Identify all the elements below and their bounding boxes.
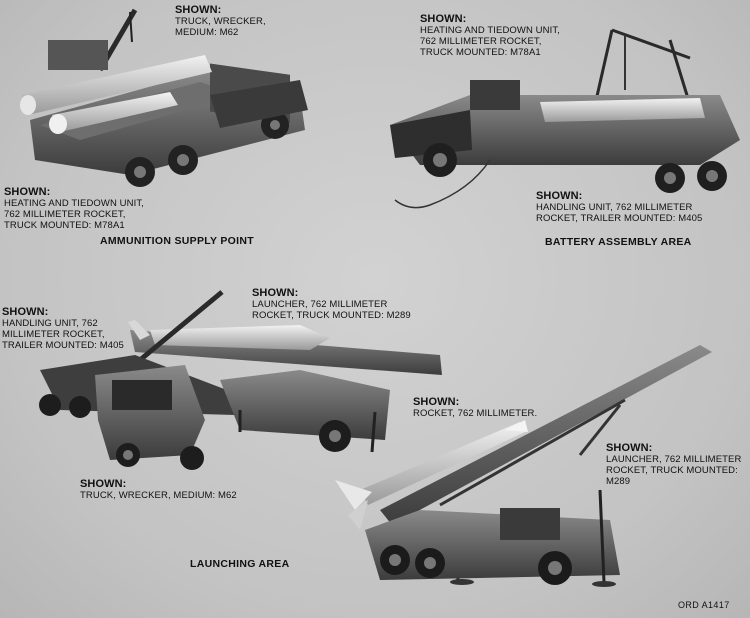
caption-launcher-right: SHOWN: LAUNCHER, 762 MILLIMETER ROCKET, …	[606, 442, 741, 487]
caption-line: TRUCK, WRECKER,	[175, 16, 266, 27]
caption-wrecker-top: SHOWN: TRUCK, WRECKER, MEDIUM: M62	[175, 4, 266, 38]
caption-heading: SHOWN:	[252, 287, 299, 299]
caption-heading: SHOWN:	[420, 13, 467, 25]
caption-line: TRUCK, WRECKER, MEDIUM: M62	[80, 490, 237, 501]
area-label-launching: LAUNCHING AREA	[190, 558, 290, 570]
caption-handling-left: SHOWN: HANDLING UNIT, 762 MILLIMETER ROC…	[2, 306, 124, 351]
caption-line: TRUCK MOUNTED: M78A1	[420, 47, 541, 58]
caption-heading: SHOWN:	[413, 396, 460, 408]
area-label-battery: BATTERY ASSEMBLY AREA	[545, 236, 692, 248]
caption-heading: SHOWN:	[606, 442, 653, 454]
caption-handling-right: SHOWN: HANDLING UNIT, 762 MILLIMETER ROC…	[536, 190, 702, 224]
caption-line: TRUCK MOUNTED: M78A1	[4, 220, 125, 231]
caption-line: HANDLING UNIT, 762 MILLIMETER	[536, 202, 693, 213]
caption-heating-left: SHOWN: HEATING AND TIEDOWN UNIT, 762 MIL…	[4, 186, 144, 231]
figure-reference: ORD A1417	[678, 600, 730, 610]
launching-area-group-left	[39, 290, 442, 470]
caption-line: 762 MILLIMETER ROCKET,	[420, 36, 542, 47]
area-label-ammunition: AMMUNITION SUPPLY POINT	[100, 235, 254, 247]
caption-line: MEDIUM: M62	[175, 27, 239, 38]
caption-line: M289	[606, 476, 631, 487]
caption-line: HANDLING UNIT, 762	[2, 318, 98, 329]
caption-line: 762 MILLIMETER ROCKET,	[4, 209, 126, 220]
caption-line: TRAILER MOUNTED: M405	[2, 340, 124, 351]
caption-line: ROCKET, TRUCK MOUNTED:	[606, 465, 738, 476]
caption-line: MILLIMETER ROCKET,	[2, 329, 105, 340]
caption-heading: SHOWN:	[80, 478, 127, 490]
caption-line: LAUNCHER, 762 MILLIMETER	[252, 299, 388, 310]
caption-line: HEATING AND TIEDOWN UNIT,	[420, 25, 560, 36]
caption-heading: SHOWN:	[536, 190, 583, 202]
caption-heading: SHOWN:	[175, 4, 222, 16]
caption-heating-top: SHOWN: HEATING AND TIEDOWN UNIT, 762 MIL…	[420, 13, 560, 58]
battery-assembly-vehicles	[390, 28, 740, 209]
caption-line: LAUNCHER, 762 MILLIMETER	[606, 454, 742, 465]
caption-heading: SHOWN:	[2, 306, 49, 318]
caption-line: ROCKET, 762 MILLIMETER.	[413, 408, 538, 419]
launching-area-group-right	[335, 345, 712, 587]
ammunition-supply-vehicles	[20, 8, 308, 187]
caption-launcher-mid: SHOWN: LAUNCHER, 762 MILLIMETER ROCKET, …	[252, 287, 411, 321]
caption-line: ROCKET, TRAILER MOUNTED: M405	[536, 213, 703, 224]
caption-line: ROCKET, TRUCK MOUNTED: M289	[252, 310, 411, 321]
caption-heading: SHOWN:	[4, 186, 51, 198]
caption-wrecker-bottom: SHOWN: TRUCK, WRECKER, MEDIUM: M62	[80, 478, 237, 501]
caption-rocket: SHOWN: ROCKET, 762 MILLIMETER.	[413, 396, 537, 419]
caption-line: HEATING AND TIEDOWN UNIT,	[4, 198, 144, 209]
